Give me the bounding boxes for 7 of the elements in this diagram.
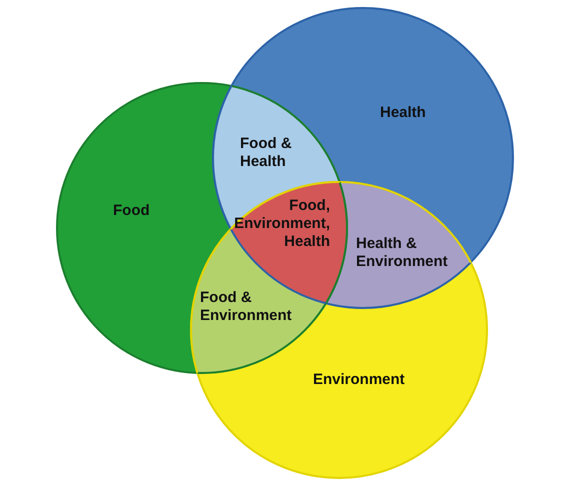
overlap-label: Food & Environment — [200, 289, 296, 325]
overlap-label: Food, Environment, Health — [234, 197, 330, 251]
overlap-label: Food & Health — [240, 135, 296, 171]
set-label: Environment — [313, 371, 413, 389]
set-label: Food — [113, 202, 158, 220]
set-label: Health — [380, 104, 435, 122]
overlap-label: Health & Environment — [356, 235, 452, 271]
